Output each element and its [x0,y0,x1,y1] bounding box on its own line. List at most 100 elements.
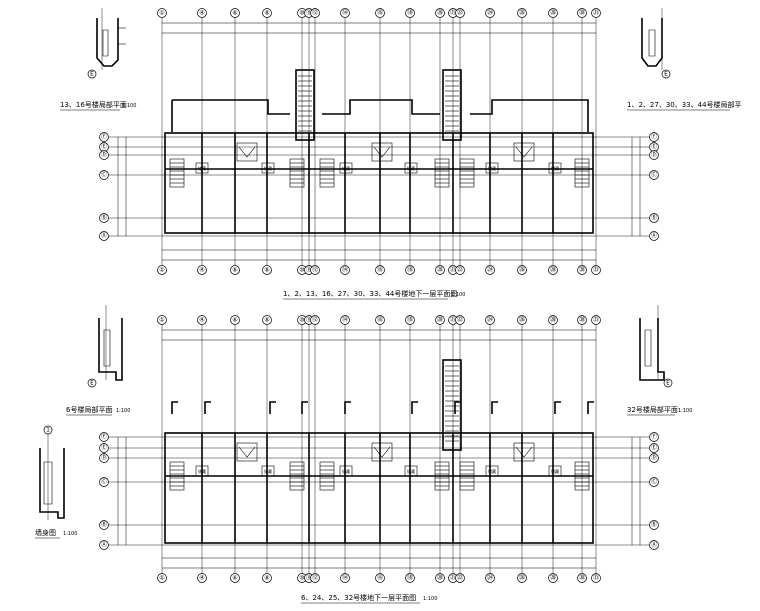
svg-text:E: E [90,380,94,387]
room-tag [404,162,418,174]
axis-label: Ⓓ [101,151,107,159]
axis-bubble-icon [649,520,659,530]
axis-label: ㉚ [579,9,585,17]
stair-core [513,442,535,462]
axis-label: ㉔ [487,9,493,17]
light-well [204,401,211,414]
axis-label: ㉛ [593,9,599,17]
axis-label: ⑳ [437,9,443,17]
axis-bubble-icon [375,8,385,18]
axis-label: ⑧ [264,575,269,582]
axis-label: Ⓕ [651,133,657,141]
axis-label: Ⓒ [651,171,657,179]
axis-bubble-icon [375,315,385,325]
axis-label: ⑭ [342,9,348,17]
room-tag [261,465,275,477]
detail-sketch-wall: 1 [39,425,65,520]
axis-bubble-icon [455,8,465,18]
axis-bubble-icon [435,573,445,583]
light-well [491,401,498,414]
axis-label: Ⓐ [101,541,107,549]
axis-bubble-icon [591,573,601,583]
axis-label: ⑩ [299,267,304,274]
axis-label: ⑳ [437,266,443,274]
detail-sketch-top-right: E [641,8,671,79]
svg-text:E: E [90,71,94,78]
room-tag [548,465,562,477]
axis-label: ㉒ [457,574,463,582]
plan-caption-lower: 6、24、25、32号楼地下一层平面图 [301,593,416,602]
axis-bubble-icon [405,265,415,275]
axis-label: ㉔ [487,316,493,324]
room-tag [339,162,353,174]
stair-arrow [238,146,256,158]
stair-arrow [238,446,256,458]
axis-label: Ⓔ [651,143,657,151]
axis-bubble-icon [591,8,601,18]
room-tag [485,465,499,477]
axis-label: ㉚ [579,316,585,324]
axis-bubble-icon [197,265,207,275]
detail-sketch-top-left: E [87,8,126,79]
axis-label: ㉘ [550,316,556,324]
axis-label: ㉒ [457,316,463,324]
axis-label: ⑧ [264,317,269,324]
detail-scale-d4: 1:100 [678,408,692,414]
axis-bubble-icon [405,315,415,325]
axis-label: ⑪ [306,574,312,582]
stair-icon [574,158,590,188]
detail-title-d3: 6号楼局部平面 [66,405,112,414]
room-label: 储藏 [407,165,415,171]
room-label: 储藏 [488,165,496,171]
axis-bubble-icon [517,265,527,275]
axis-bubble-icon [230,573,240,583]
axis-label: ⑪ [306,316,312,324]
axis-label: ⑯ [377,9,383,17]
plan-caption-upper: 1、2、13、16、27、30、33、44号楼地下一层平面图 [283,289,457,298]
room-label: 储藏 [551,468,559,474]
axis-bubble-icon [262,8,272,18]
room-label: 储藏 [198,468,206,474]
axis-label: ⑫ [312,574,318,582]
axis-bubble-icon [517,8,527,18]
axis-bubble-icon [485,265,495,275]
axis-bubble-icon [455,573,465,583]
stair-tower [295,69,315,141]
svg-text:E: E [664,71,668,78]
axis-label: Ⓔ [651,444,657,452]
axis-bubble-icon [310,315,320,325]
axis-label: Ⓒ [101,171,107,179]
axis-bubble-icon [340,573,350,583]
axis-label: Ⓑ [101,521,107,529]
axis-label: ⑪ [306,266,312,274]
axis-bubble-icon [262,573,272,583]
axis-label: ⑥ [232,575,237,582]
axis-label: ⑩ [299,317,304,324]
axis-label: ⑩ [299,10,304,17]
light-well [269,401,276,414]
axis-label: ① [159,267,164,274]
axis-bubble-icon [577,315,587,325]
axis-bubble-icon [340,315,350,325]
axis-bubble-icon [99,520,109,530]
axis-label: ⑱ [407,9,413,17]
light-well [301,401,308,414]
axis-label: ⑭ [342,316,348,324]
axis-bubble-icon [485,315,495,325]
detail-title-d5: 墙身图 [35,528,56,537]
axis-label: ⑭ [342,266,348,274]
axis-label: ㉒ [457,266,463,274]
stair-icon [459,461,475,491]
axis-label: Ⓓ [101,454,107,462]
plan-scale-upper: 1:100 [451,292,465,298]
axis-bubble-icon [310,8,320,18]
axis-label: ⑱ [407,316,413,324]
axis-bubble-icon [649,477,659,487]
axis-label: Ⓐ [651,232,657,240]
stair-core [236,142,258,162]
axis-bubble-icon [262,315,272,325]
light-well [344,401,351,414]
axis-label: ⑧ [264,10,269,17]
axis-label: ⑫ [312,316,318,324]
